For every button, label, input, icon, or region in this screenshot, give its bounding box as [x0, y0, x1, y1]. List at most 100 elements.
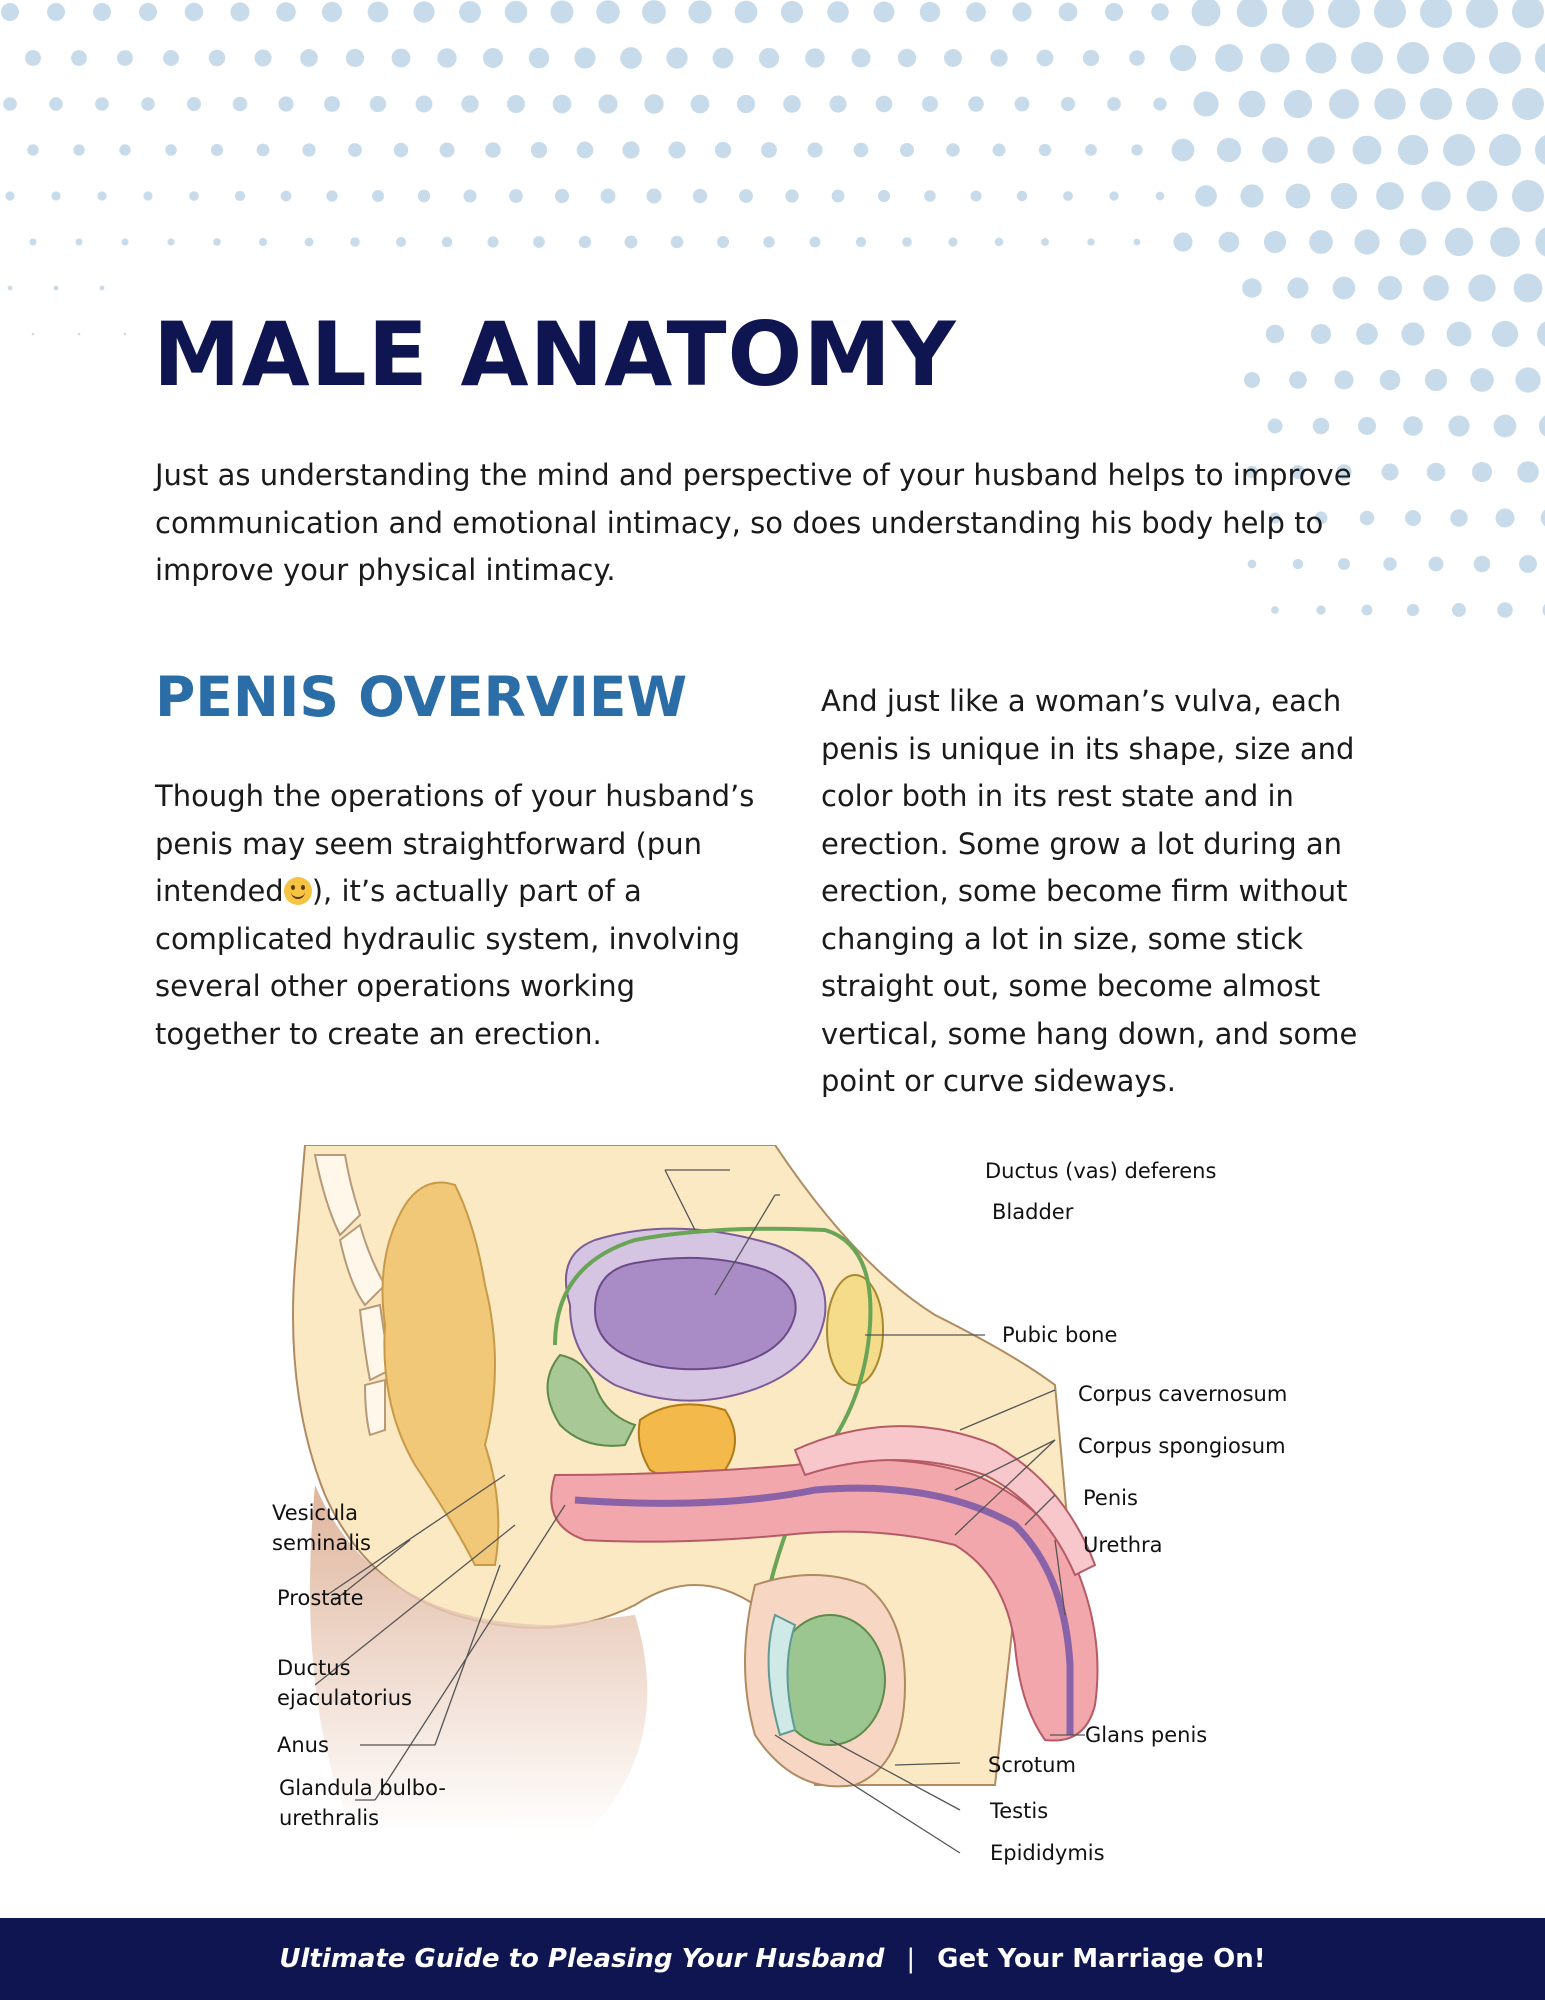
label-testis: Testis — [989, 1799, 1048, 1823]
pubic-bone — [826, 1274, 884, 1386]
decorative-dot — [1356, 323, 1378, 345]
decorative-dot — [1330, 182, 1358, 210]
decorative-dot — [1173, 232, 1193, 252]
decorative-dot — [326, 190, 338, 202]
decorative-dot — [1359, 510, 1375, 526]
decorative-dot — [1316, 605, 1326, 615]
decorative-dot — [576, 141, 594, 159]
decorative-dot — [189, 191, 199, 201]
decorative-dot — [1374, 88, 1406, 120]
decorative-dot — [783, 95, 801, 113]
decorative-dot — [167, 238, 175, 246]
decorative-dot — [1334, 370, 1354, 390]
decorative-dot — [97, 191, 107, 201]
decorative-dot — [1470, 368, 1494, 392]
decorative-dot — [620, 47, 642, 69]
decorative-dot — [853, 142, 869, 158]
seminal-vesicle — [546, 1353, 637, 1447]
decorative-dot — [1466, 88, 1498, 120]
label-pubic-bone: Pubic bone — [1002, 1323, 1117, 1347]
decorative-dot — [1513, 273, 1543, 303]
label-ductus-ejac-line2: ejaculatorius — [277, 1686, 412, 1710]
decorative-dot — [1328, 0, 1360, 28]
decorative-dot — [1265, 324, 1285, 344]
page-title: MALE ANATOMY — [153, 303, 957, 406]
footer-separator: | — [906, 1944, 916, 1974]
decorative-dot — [1405, 510, 1421, 526]
decorative-dot — [234, 190, 246, 202]
footer-guide-title: Ultimate Guide to Pleasing Your Husband — [279, 1944, 885, 1974]
decorative-dot — [1291, 465, 1305, 479]
decorative-dot — [49, 97, 63, 111]
decorative-dot — [350, 237, 360, 247]
decorative-dot — [948, 237, 958, 247]
decorative-dot — [1036, 49, 1054, 67]
decorative-dot — [1336, 464, 1352, 480]
decorative-dot — [163, 50, 179, 66]
decorative-dot — [1444, 227, 1474, 257]
decorative-dot — [254, 49, 272, 67]
decorative-dot — [1063, 191, 1073, 201]
label-prostate: Prostate — [277, 1586, 364, 1610]
decorative-dot — [1473, 555, 1491, 573]
decorative-dot — [123, 332, 127, 336]
decorative-dot — [1242, 278, 1262, 298]
decorative-dot — [829, 95, 847, 113]
decorative-dot — [1535, 227, 1545, 257]
decorative-dot — [1424, 368, 1448, 392]
decorative-dot — [1329, 89, 1359, 119]
decorative-dot — [321, 1, 343, 23]
decorative-dot — [1193, 91, 1219, 117]
decorative-dot — [598, 94, 618, 114]
decorative-dot — [761, 142, 777, 158]
decorative-dot — [483, 48, 503, 68]
decorative-dot — [29, 238, 37, 246]
decorative-dot — [785, 189, 799, 203]
decorative-dot — [369, 95, 387, 113]
decorative-dot — [1133, 238, 1141, 246]
intro-paragraph: Just as understanding the mind and persp… — [155, 458, 1352, 587]
decorative-dot — [1490, 227, 1520, 257]
decorative-dot — [1260, 43, 1290, 73]
decorative-dot — [1041, 238, 1049, 246]
decorative-dot — [877, 189, 891, 203]
decorative-dot — [1489, 134, 1521, 166]
decorative-dot — [1354, 229, 1380, 255]
decorative-dot — [1448, 415, 1470, 437]
decorative-dot — [463, 189, 477, 203]
decorative-dot — [717, 236, 729, 248]
decorative-dot — [992, 143, 1006, 157]
decorative-dot — [1292, 558, 1304, 570]
decorative-dot — [437, 48, 457, 68]
decorative-dot — [1085, 144, 1097, 156]
decorative-dot — [210, 143, 224, 157]
decorative-dot — [644, 94, 664, 114]
decorative-dot — [345, 48, 365, 68]
left-text-start: Though the operations of your husband’s … — [155, 779, 755, 908]
decorative-dot — [1497, 602, 1513, 618]
decorative-dot — [966, 2, 986, 22]
decorative-dot — [300, 49, 318, 67]
decorative-dot — [831, 189, 845, 203]
decorative-dot — [554, 188, 570, 204]
decorative-dot — [117, 50, 133, 66]
decorative-dot — [1540, 509, 1545, 527]
decorative-dot — [552, 94, 572, 114]
decorative-dot — [230, 2, 250, 22]
decorative-dot — [1383, 557, 1397, 571]
label-penis: Penis — [1083, 1486, 1138, 1510]
decorative-dot — [1512, 88, 1544, 120]
decorative-dot — [780, 0, 804, 24]
decorative-dot — [1191, 0, 1221, 27]
decorative-dot — [25, 50, 41, 66]
decorative-dot — [1443, 42, 1475, 74]
decorative-dot — [642, 0, 666, 24]
decorative-dot — [970, 190, 982, 202]
decorative-dot — [600, 188, 616, 204]
decorative-dot — [1401, 322, 1425, 346]
decorative-dot — [184, 2, 204, 22]
decorative-dot — [73, 144, 85, 156]
decorative-dot — [119, 144, 131, 156]
decorative-dot — [1515, 367, 1541, 393]
decorative-dot — [1169, 44, 1197, 72]
